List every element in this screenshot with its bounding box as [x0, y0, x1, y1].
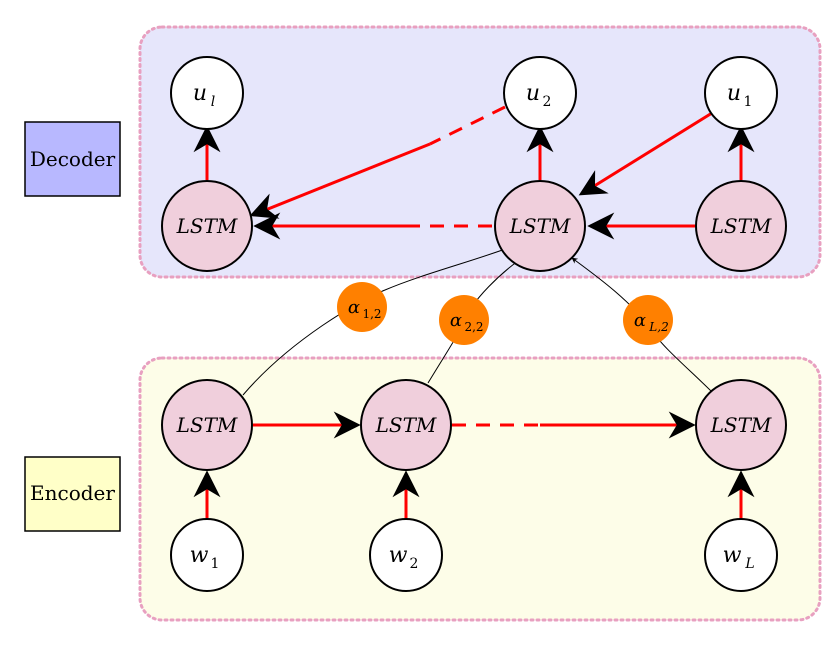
decoder-lstm-left: LSTM	[161, 180, 253, 272]
svg-text:1: 1	[211, 556, 220, 572]
svg-text:w: w	[389, 543, 408, 568]
recurrent-edges	[205, 105, 743, 520]
encoder-lstm-mid: LSTM	[360, 379, 452, 471]
output-node-u1: u 1	[704, 56, 778, 130]
decoder-label-box	[24, 121, 121, 197]
svg-text:LSTM: LSTM	[176, 413, 238, 437]
input-node-w1: w 1	[170, 518, 244, 592]
attention-node-L-2: α L,2	[623, 295, 673, 345]
svg-text:L,2: L,2	[648, 320, 668, 334]
encoder-label-box	[24, 456, 121, 532]
decoder-panel	[138, 25, 822, 279]
input-node-wL: w L	[704, 518, 778, 592]
svg-text:2: 2	[410, 556, 419, 572]
decoder-lstm-cells: LSTM LSTM LSTM	[161, 180, 787, 272]
attention-weights: α 1,2 α 2,2 α L,2	[337, 282, 673, 345]
svg-text:u: u	[727, 81, 741, 106]
attention-edge-1	[242, 247, 509, 396]
svg-text:α: α	[634, 310, 646, 331]
decoder-lstm-mid: LSTM	[494, 180, 586, 272]
decoder-label: Decoder	[30, 147, 116, 171]
attention-node-2-2: α 2,2	[439, 295, 489, 345]
output-node-ul: u l	[170, 56, 244, 130]
svg-text:l: l	[211, 94, 215, 110]
svg-text:2: 2	[543, 94, 552, 110]
encoder-inputs: w 1 w 2 w L	[170, 518, 778, 592]
output-node-u2: u 2	[503, 56, 577, 130]
svg-text:LSTM: LSTM	[509, 214, 571, 238]
encoder-lstm-cells: LSTM LSTM LSTM	[161, 379, 787, 471]
svg-text:LSTM: LSTM	[710, 214, 772, 238]
svg-text:L: L	[744, 556, 754, 572]
svg-text:w: w	[190, 543, 209, 568]
decoder-outputs: u l u 2 u 1	[170, 56, 778, 130]
encoder-lstm-right: LSTM	[695, 379, 787, 471]
svg-text:LSTM: LSTM	[176, 214, 238, 238]
svg-text:α: α	[450, 310, 462, 331]
edge-u2-to-left-dashed	[429, 105, 506, 146]
encoder-label: Encoder	[30, 481, 115, 505]
decoder-lstm-right: LSTM	[695, 180, 787, 272]
svg-text:w: w	[723, 543, 742, 568]
svg-text:LSTM: LSTM	[710, 413, 772, 437]
svg-text:α: α	[348, 297, 360, 318]
svg-text:2,2: 2,2	[464, 320, 483, 334]
svg-text:u: u	[193, 81, 207, 106]
svg-text:1,2: 1,2	[362, 307, 381, 321]
encoder-lstm-left: LSTM	[161, 379, 253, 471]
input-node-w2: w 2	[369, 518, 443, 592]
edge-u2-to-left	[252, 142, 431, 217]
svg-text:u: u	[526, 81, 540, 106]
svg-text:LSTM: LSTM	[375, 413, 437, 437]
attention-node-1-2: α 1,2	[337, 282, 387, 332]
svg-text:1: 1	[744, 94, 753, 110]
